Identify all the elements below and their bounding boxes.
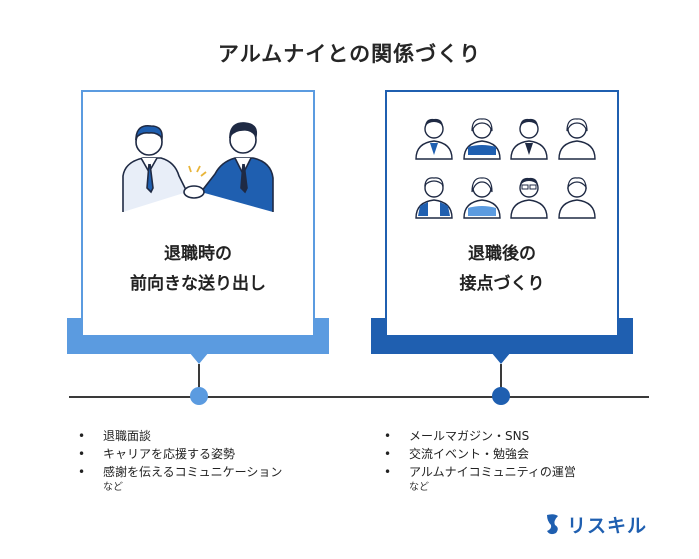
logo-mark-icon (547, 514, 558, 535)
list-item: キャリアを応援する姿勢 (78, 445, 282, 463)
right-timeline-dot (492, 387, 510, 405)
left-etc-note: など (103, 482, 123, 493)
right-card-title: 退職後の 接点づくり (387, 239, 617, 299)
right-card-title-line-2: 接点づくり (459, 274, 545, 294)
left-card: 退職時の 前向きな送り出し (81, 90, 315, 337)
right-pointer (491, 352, 511, 364)
left-card-title: 退職時の 前向きな送り出し (83, 239, 313, 299)
right-card: 退職後の 接点づくり (385, 90, 619, 337)
timeline-line (69, 396, 649, 398)
diagram-title: アルムナイとの関係づくり (217, 42, 482, 66)
logo-text: リスキル (567, 514, 648, 537)
list-item: 感謝を伝えるコミュニケーション (78, 463, 282, 481)
handshake-illustration (122, 122, 274, 212)
reskill-logo: リスキル (544, 511, 647, 537)
list-item: メールマガジン・SNS (384, 427, 576, 445)
right-card-title-line-1: 退職後の (468, 244, 536, 264)
right-etc-note: など (409, 482, 429, 493)
list-item: 交流イベント・勉強会 (384, 445, 576, 463)
right-bullet-list: メールマガジン・SNS 交流イベント・勉強会 アルムナイコミュニティの運営 など (384, 427, 576, 495)
left-bullet-list: 退職面談 キャリアを応援する姿勢 感謝を伝えるコミュニケーション など (78, 427, 282, 495)
list-item: 退職面談 (78, 427, 282, 445)
left-card-title-line-1: 退職時の (164, 244, 232, 264)
left-pointer (189, 352, 209, 364)
left-card-title-line-2: 前向きな送り出し (130, 274, 266, 294)
right-connector (500, 364, 502, 390)
left-timeline-dot (190, 387, 208, 405)
left-connector (198, 364, 200, 390)
list-item: アルムナイコミュニティの運営 (384, 463, 576, 481)
people-group-illustration (415, 118, 596, 219)
